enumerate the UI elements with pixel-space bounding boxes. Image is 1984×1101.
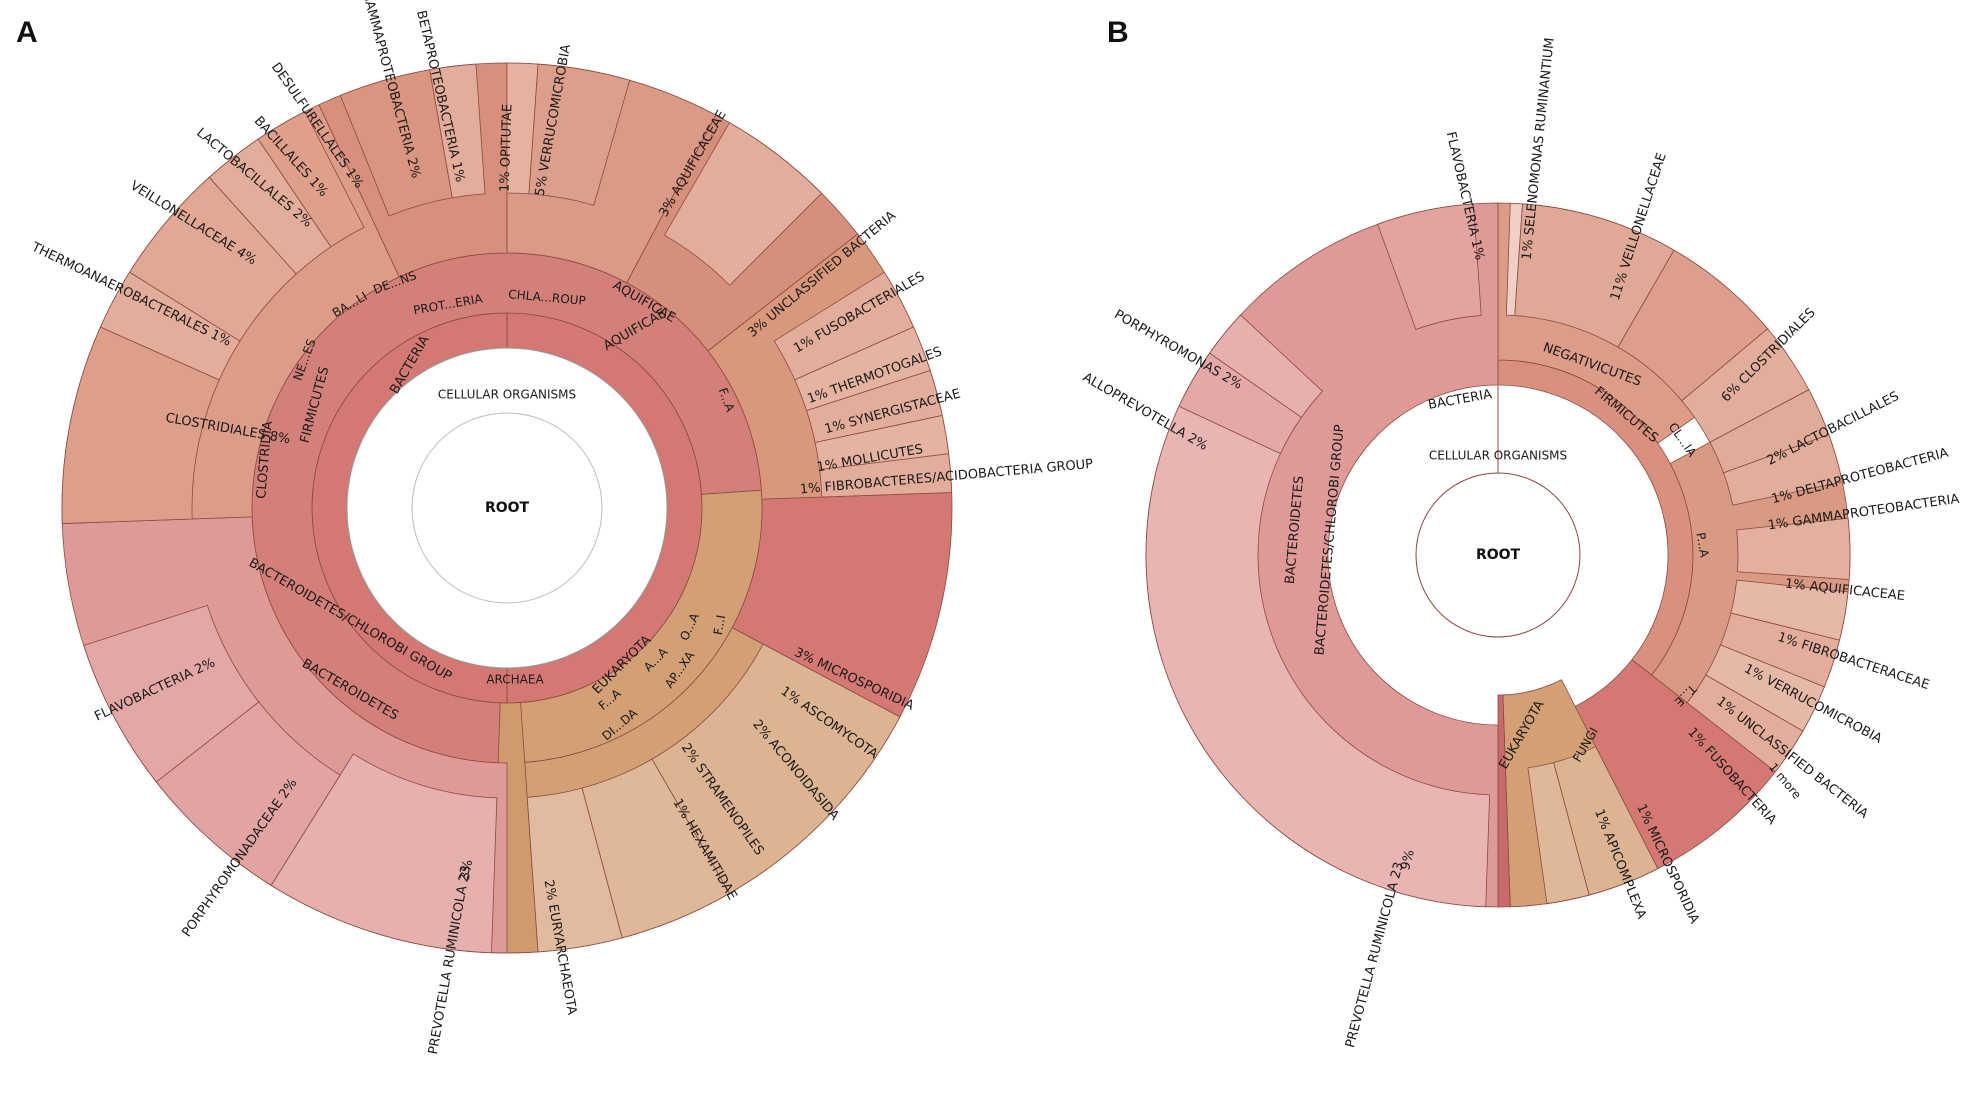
root-circle[interactable] (1415, 472, 1581, 638)
prevotella-pct-label: 9% (1398, 848, 1418, 872)
apicomplexa-segment[interactable] (1527, 762, 1590, 905)
gammaproteobacteria-segment[interactable] (1723, 434, 1843, 506)
root-label: ROOT (485, 500, 530, 516)
aquificaceae-segment[interactable] (1736, 517, 1851, 580)
opitutae-label: 1% OPITUTAE (498, 104, 516, 193)
verrucomicrobia-segment[interactable] (528, 63, 631, 206)
fibrobacteres-segment[interactable] (819, 453, 953, 498)
flavobacteria-segment[interactable] (1377, 203, 1482, 330)
aquificaceae-segment[interactable] (663, 122, 823, 286)
root-label: ROOT (1476, 547, 1521, 563)
panel-letter-a: A (16, 16, 38, 49)
chlamydiae-label: CHLA...ROUP (508, 287, 587, 308)
archaea-segment[interactable] (1497, 694, 1511, 908)
prevotella-pct-label: 3% (458, 859, 476, 882)
prevotella-segment[interactable] (1145, 405, 1491, 908)
archaea-label: ARCHAEA (486, 673, 544, 687)
root-circle[interactable] (411, 412, 603, 604)
cellular-organisms-label: CELLULAR ORGANISMS (438, 388, 576, 402)
cellular-organisms-label: CELLULAR ORGANISMS (1429, 449, 1567, 463)
fungi-label: F...I (711, 614, 728, 636)
panel-letter-b: B (1107, 16, 1129, 49)
clostridia-label: CLOSTRIDIA (254, 420, 276, 499)
betaproteobacteria-segment[interactable] (429, 63, 486, 199)
stramenopiles-segment[interactable] (526, 787, 623, 953)
flavobacteria-segment[interactable] (83, 604, 260, 783)
porphyromonas-segment[interactable] (1209, 314, 1324, 418)
prevotella-label: PREVOTELLA RUMINICOLA 23 (1343, 861, 1407, 1050)
bacillales-segment[interactable] (257, 110, 365, 248)
proteobacteria-label: P...A (1693, 531, 1711, 559)
